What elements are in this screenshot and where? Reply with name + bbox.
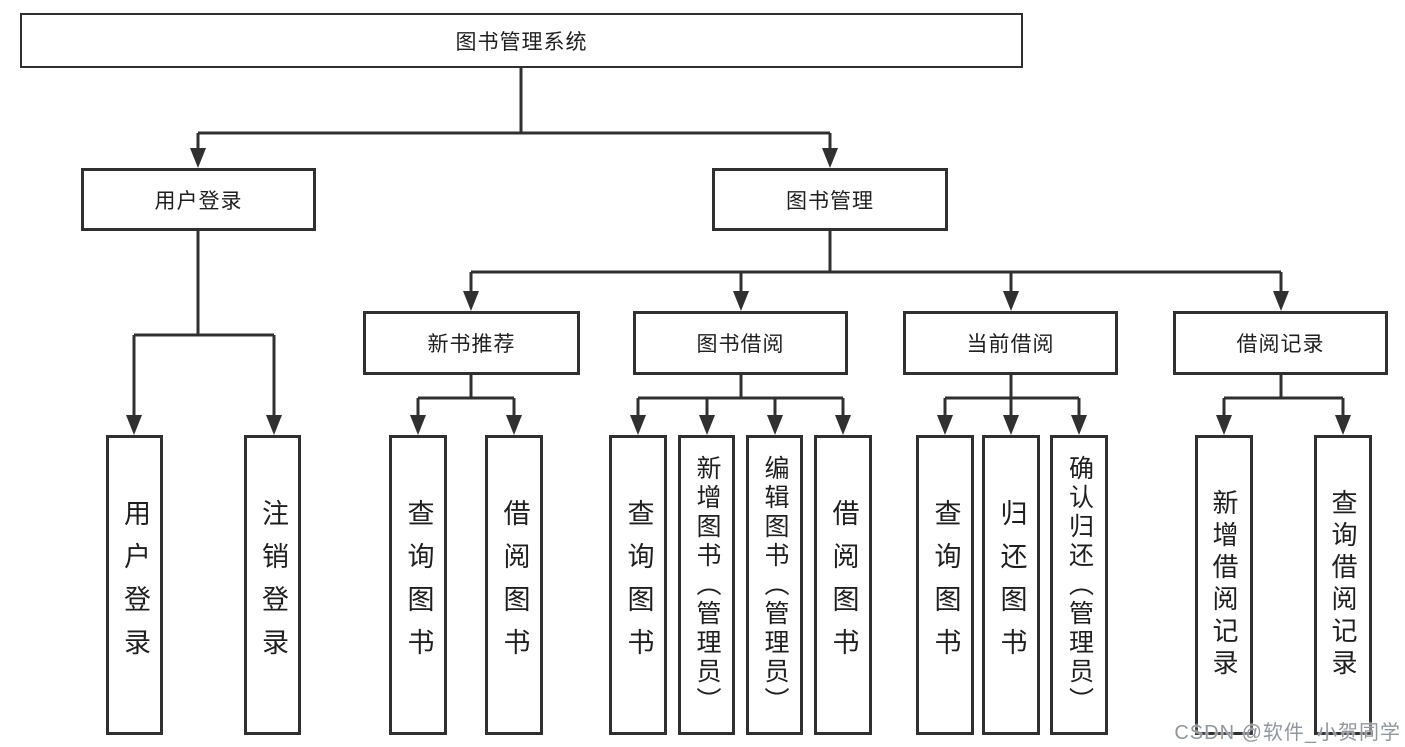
node-book-borrow: 图书借阅 xyxy=(633,311,848,375)
node-book-management: 图书管理 xyxy=(712,168,948,231)
leaf-query-books: 查询图书 xyxy=(916,435,974,735)
leaf-borrow-books: 借阅图书 xyxy=(485,435,543,735)
leaf-logout: 注销登录 xyxy=(244,435,301,735)
leaf-label: 用户登录 xyxy=(120,499,150,671)
leaf-query-books: 查询图书 xyxy=(389,435,447,735)
node-label: 图书管理 xyxy=(786,189,874,213)
leaf-add-borrow-record: 新增借阅记录 xyxy=(1195,435,1253,735)
node-label: 新书推荐 xyxy=(427,333,516,356)
leaf-label: 查询图书 xyxy=(930,499,961,671)
leaf-borrow-books: 借阅图书 xyxy=(814,435,872,735)
node-user-login: 用户登录 xyxy=(81,168,316,231)
leaf-edit-books-admin: 编辑图书（管理员） xyxy=(746,435,803,735)
leaf-return-books: 归还图书 xyxy=(982,435,1040,735)
leaf-label: 确认归还（管理员） xyxy=(1065,454,1094,716)
node-label: 用户登录 xyxy=(154,189,243,213)
leaf-label: 新增借阅记录 xyxy=(1209,489,1239,681)
leaf-label: 新增图书（管理员） xyxy=(693,454,721,716)
leaf-label: 编辑图书（管理员） xyxy=(761,454,789,716)
leaf-label: 借阅图书 xyxy=(499,499,530,671)
leaf-label: 归还图书 xyxy=(996,499,1027,671)
leaf-label: 查询图书 xyxy=(623,499,654,671)
leaf-query-borrow-record: 查询借阅记录 xyxy=(1314,435,1372,735)
node-library-system: 图书管理系统 xyxy=(20,13,1023,68)
node-borrow-records: 借阅记录 xyxy=(1173,311,1388,375)
node-label: 图书借阅 xyxy=(696,333,785,356)
leaf-label: 查询图书 xyxy=(403,499,434,671)
node-label: 当前借阅 xyxy=(966,333,1055,356)
leaf-confirm-return-admin: 确认归还（管理员） xyxy=(1050,435,1108,735)
node-label: 借阅记录 xyxy=(1236,333,1325,356)
leaf-user-login: 用户登录 xyxy=(106,435,163,735)
leaf-label: 借阅图书 xyxy=(828,499,859,671)
leaf-query-books: 查询图书 xyxy=(609,435,667,735)
node-current-borrow: 当前借阅 xyxy=(903,311,1118,375)
leaf-add-books-admin: 新增图书（管理员） xyxy=(678,435,735,735)
csdn-watermark: CSDN @软件_小贺同学 xyxy=(1174,722,1401,744)
node-new-book-recommend: 新书推荐 xyxy=(363,311,580,375)
leaf-label: 注销登录 xyxy=(258,499,288,671)
leaf-label: 查询借阅记录 xyxy=(1328,489,1358,681)
node-label: 图书管理系统 xyxy=(455,30,588,54)
